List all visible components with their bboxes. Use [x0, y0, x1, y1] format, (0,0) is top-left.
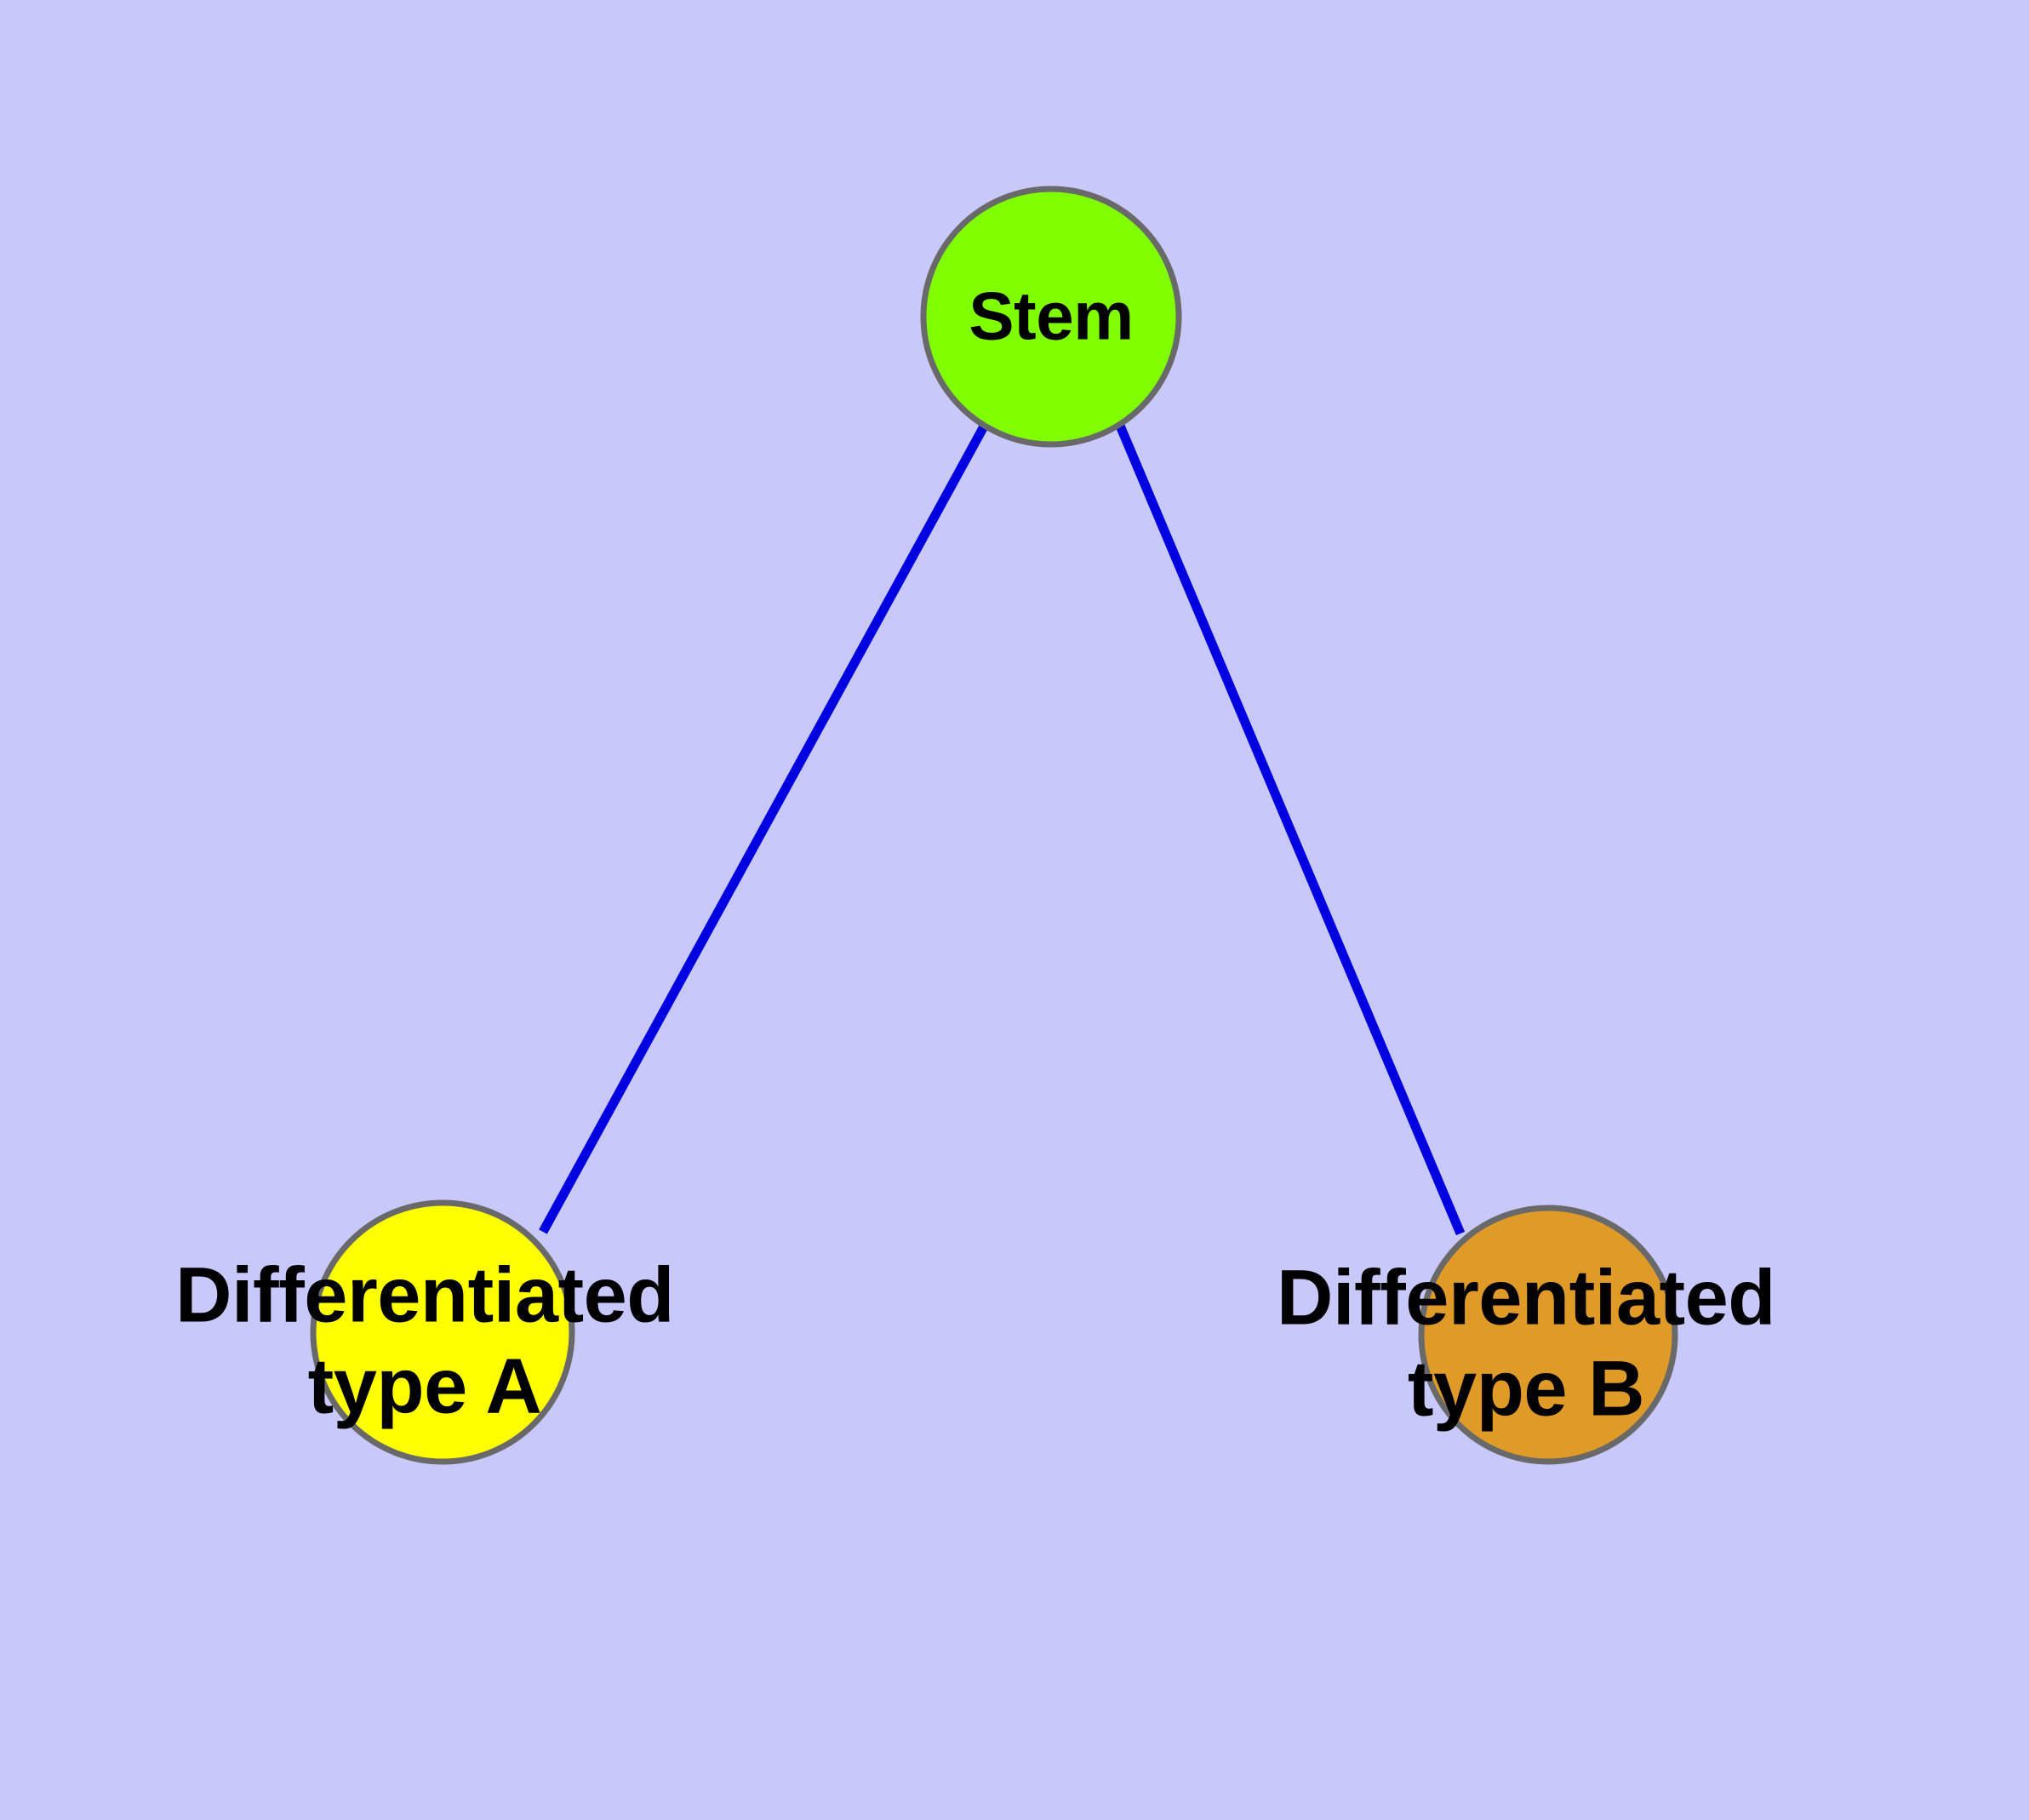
node-stem[interactable]: [920, 186, 1182, 448]
edge-stem-to-diff-b[interactable]: [1115, 423, 1466, 1236]
node-differentiated-type-b[interactable]: [1418, 1205, 1678, 1465]
node-layer: [310, 186, 1678, 1465]
edge-stem-to-diff-a[interactable]: [539, 424, 988, 1234]
edge-layer: [539, 423, 1466, 1236]
node-differentiated-type-a[interactable]: [310, 1199, 575, 1465]
